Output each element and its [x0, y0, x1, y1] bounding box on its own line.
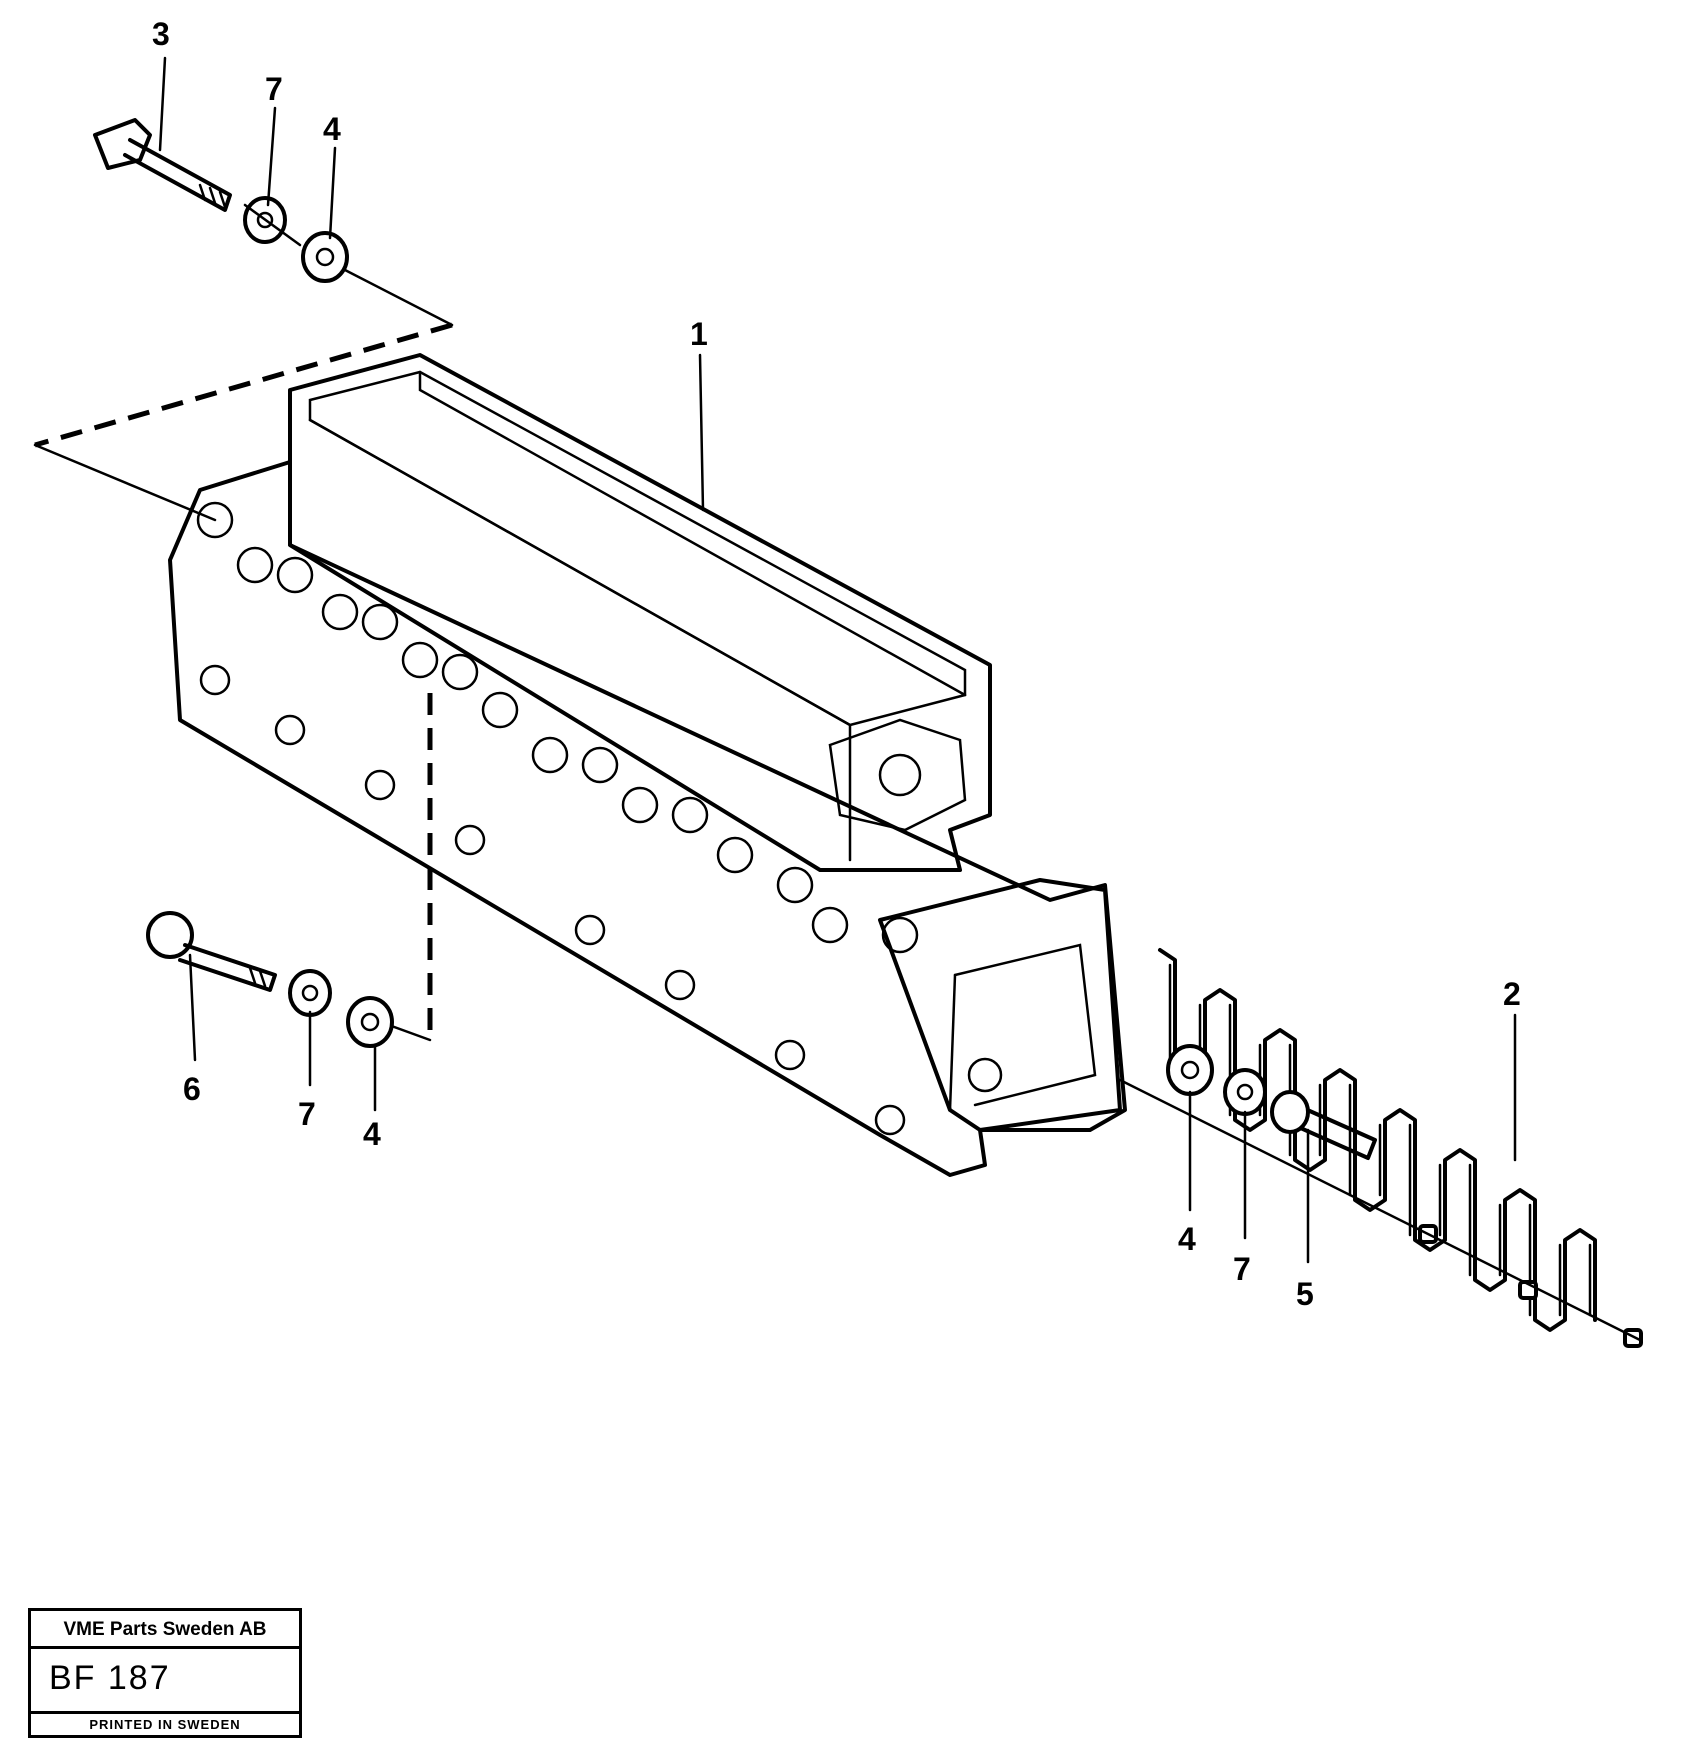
leader-lines	[158, 56, 1517, 1264]
bolt-3-assembly-top	[93, 118, 454, 327]
dashed-guide-top	[34, 322, 453, 448]
callout-1: 1	[690, 316, 708, 352]
callout-7-right: 7	[1233, 1251, 1251, 1287]
callout-4-top: 4	[323, 111, 341, 147]
drawing-code: BF 187	[49, 1659, 171, 1697]
callout-6: 6	[183, 1071, 201, 1107]
printed-in-label: PRINTED IN SWEDEN	[31, 1711, 299, 1735]
manifold-body	[168, 353, 1127, 1177]
heating-element	[1118, 948, 1643, 1348]
callout-3: 3	[152, 16, 170, 52]
company-name: VME Parts Sweden AB	[31, 1611, 299, 1649]
bolt-6-assembly	[146, 911, 394, 1048]
callout-2: 2	[1503, 976, 1521, 1012]
callout-5: 5	[1296, 1276, 1314, 1312]
callout-4-right: 4	[1178, 1221, 1196, 1257]
title-block: VME Parts Sweden AB BF 187 PRINTED IN SW…	[28, 1608, 302, 1738]
callout-7-bottom: 7	[298, 1096, 316, 1132]
callout-7-top: 7	[265, 71, 283, 107]
guide-line-top	[33, 443, 217, 522]
right-fastener-assembly	[1166, 1044, 1377, 1160]
callout-4-bottom: 4	[363, 1116, 381, 1152]
